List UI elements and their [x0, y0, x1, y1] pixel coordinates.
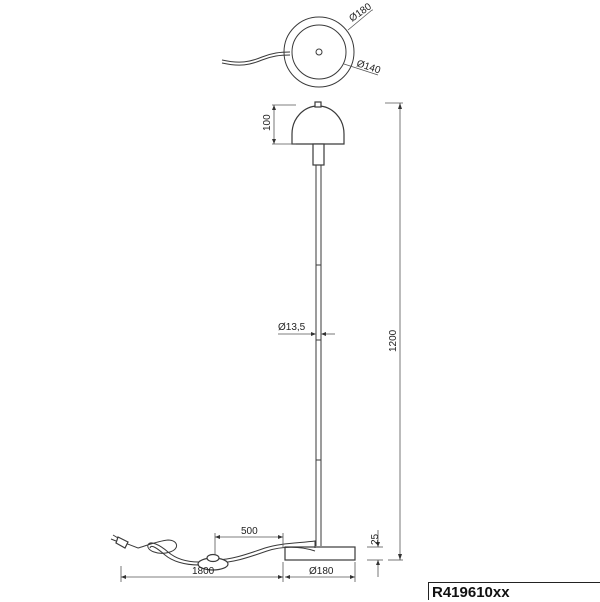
dim-base-height: 25: [370, 533, 381, 545]
plug: [115, 536, 129, 549]
foot-switch-button: [206, 553, 220, 563]
dim-switch-distance: 500: [241, 526, 258, 537]
top-view-cable: [221, 51, 291, 63]
shade-neck: [312, 143, 325, 166]
side-view: 100 Ø13,5 1200 25: [110, 101, 403, 582]
coiled-cable: [124, 539, 200, 563]
product-code-label: R419610xx: [428, 582, 600, 601]
dim-pole-diameter: Ø13,5: [278, 322, 306, 333]
dim-base-diameter-side: Ø180: [309, 566, 334, 577]
top-view: Ø180 Ø140: [221, 1, 382, 88]
dim-base-diameter-top: Ø180: [347, 1, 374, 24]
dim-cable-length: 1800: [192, 566, 215, 577]
dim-shade-diameter-top: Ø140: [355, 58, 382, 76]
dim-total-height: 1200: [388, 329, 399, 352]
center-point: [315, 48, 323, 56]
base-outline-top: [283, 16, 355, 88]
shade-top-cap: [314, 101, 322, 108]
lamp-shade: [291, 105, 345, 145]
shade-outline-top: [291, 24, 347, 80]
cable-to-switch: [214, 540, 316, 561]
lamp-base: [284, 546, 356, 561]
dim-shade-height: 100: [262, 114, 273, 131]
